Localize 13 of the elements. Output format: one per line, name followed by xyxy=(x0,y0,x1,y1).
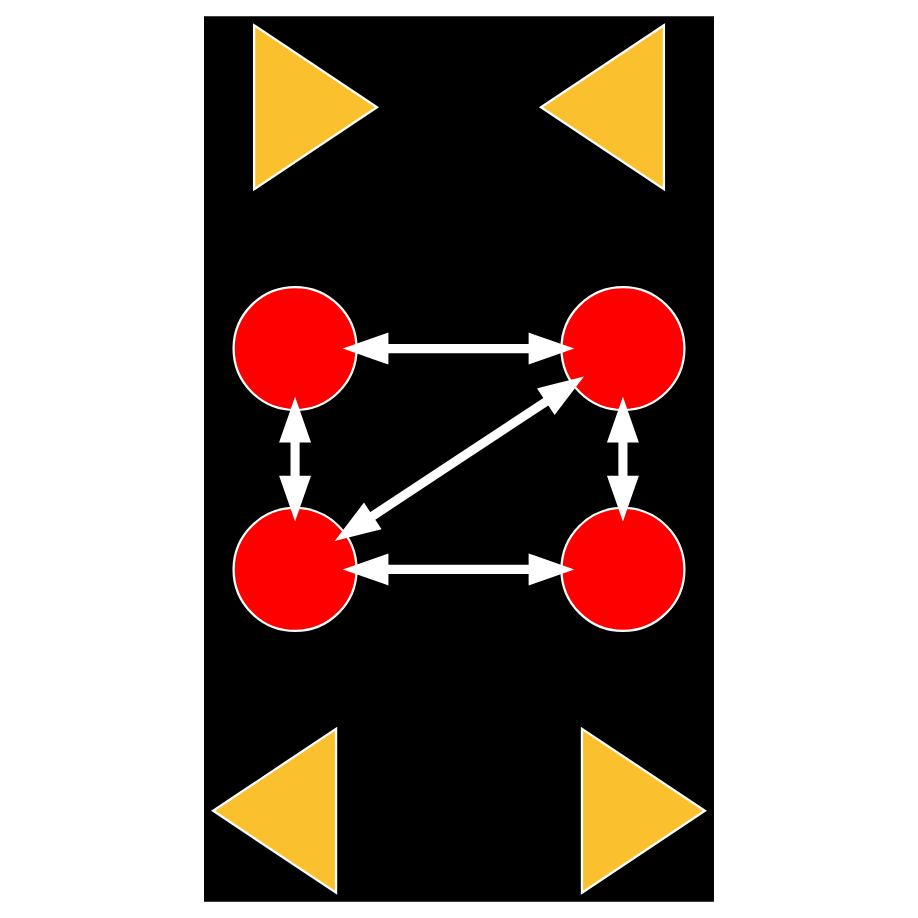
arrow xyxy=(342,332,575,365)
node-triangle xyxy=(211,726,338,895)
node-circle xyxy=(232,285,358,412)
node-circle xyxy=(560,285,686,412)
arrow xyxy=(606,396,639,522)
node-triangle xyxy=(252,23,380,192)
arrow xyxy=(334,376,584,542)
node-triangle xyxy=(580,726,707,895)
node-circle xyxy=(232,506,358,633)
arrow xyxy=(279,396,312,522)
arrow xyxy=(342,553,575,586)
node-triangle xyxy=(538,23,666,192)
node-circle xyxy=(560,506,686,633)
